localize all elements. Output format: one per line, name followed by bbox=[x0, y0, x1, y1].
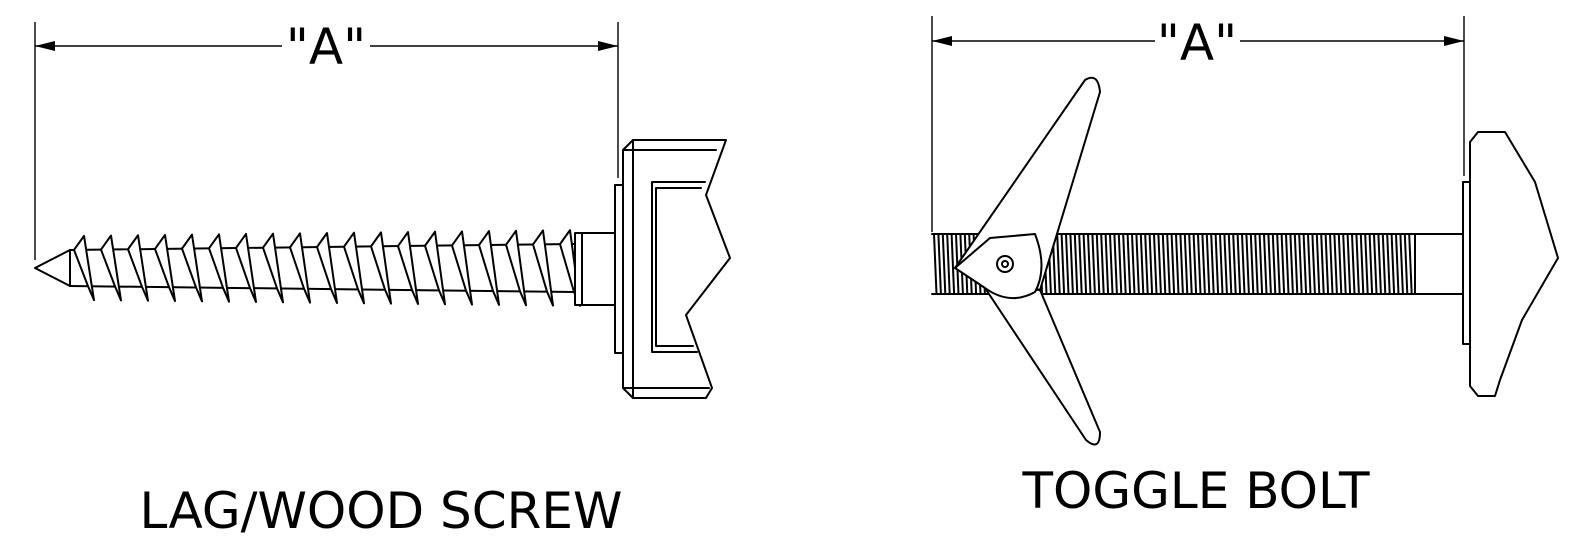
toggle-bolt-shoulder bbox=[1414, 233, 1464, 295]
toggle-bolt-caption: TOGGLE BOLT bbox=[1021, 462, 1369, 520]
lag-screw-threads bbox=[73, 229, 581, 307]
lag-screw-tip bbox=[34, 249, 71, 287]
toggle-bolt-dimension-label: "A" bbox=[1157, 14, 1237, 72]
lag-screw-caption: LAG/WOOD SCREW bbox=[140, 482, 623, 538]
toggle-bolt-pivot-pin bbox=[996, 255, 1014, 273]
lag-screw-hex-head bbox=[622, 139, 731, 399]
lag-screw-figure: "A" LAG/WOOD SCREW bbox=[34, 18, 731, 538]
lag-screw-dimension: "A" bbox=[34, 18, 619, 260]
lag-screw-head bbox=[614, 139, 731, 399]
lag-screw-washer bbox=[614, 184, 624, 354]
toggle-bolt-wings bbox=[954, 76, 1101, 446]
lag-screw-shank bbox=[34, 229, 616, 307]
toggle-bolt-head bbox=[1462, 131, 1559, 397]
toggle-bolt-figure: "A" TOGGLE BOLT bbox=[931, 14, 1559, 520]
lag-screw-dimension-label: "A" bbox=[286, 18, 366, 76]
toggle-bolt-dimension: "A" bbox=[931, 14, 1465, 232]
lag-screw-hex-face bbox=[651, 181, 706, 353]
toggle-bolt-washer bbox=[1462, 181, 1471, 345]
toggle-bolt-lower-wing bbox=[984, 287, 1101, 446]
toggle-bolt-mushroom-head bbox=[1469, 131, 1559, 397]
